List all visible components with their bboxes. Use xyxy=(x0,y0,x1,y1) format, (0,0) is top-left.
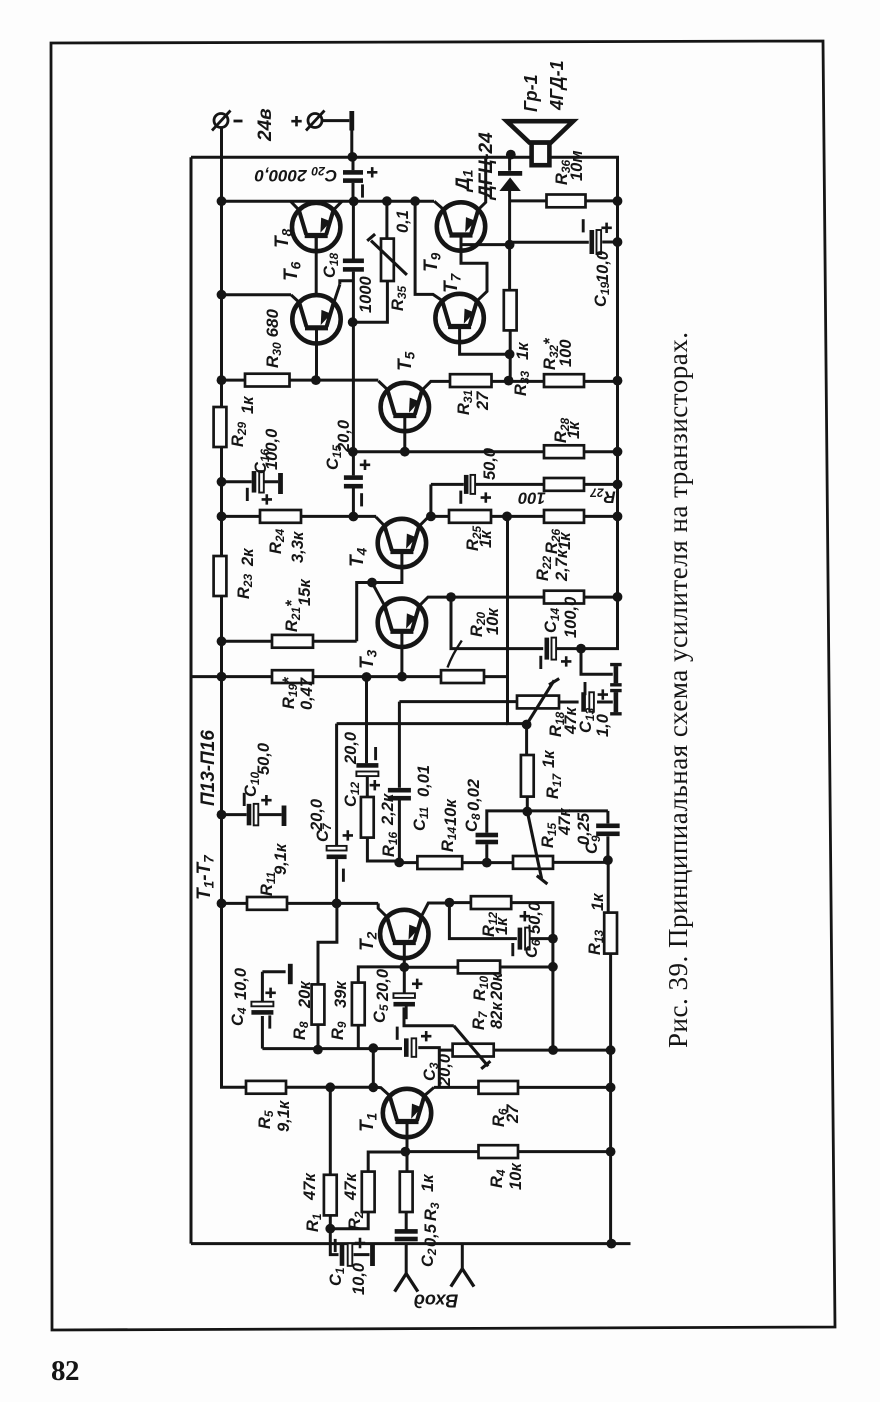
svg-text:1000: 1000 xyxy=(357,275,375,313)
svg-text:82к: 82к xyxy=(488,1001,506,1029)
svg-text:47к: 47к xyxy=(301,1172,319,1201)
svg-text:9,1к: 9,1к xyxy=(275,1099,293,1132)
svg-text:20к: 20к xyxy=(488,972,506,1001)
svg-text:10,0: 10,0 xyxy=(594,250,612,283)
svg-text:1к: 1к xyxy=(589,892,607,911)
svg-text:Т1​-Т7​: Т1​-Т7​ xyxy=(194,854,216,900)
svg-text:0,01: 0,01 xyxy=(415,765,433,797)
svg-text:ДГЦ-24: ДГЦ-24 xyxy=(476,132,497,201)
svg-text:10к: 10к xyxy=(484,607,502,635)
svg-text:47к: 47к xyxy=(342,1172,360,1201)
svg-text:R19​*: R19​* xyxy=(280,676,300,709)
svg-text:39к: 39к xyxy=(332,980,350,1008)
svg-text:20,0: 20,0 xyxy=(308,798,326,832)
svg-text:1к: 1к xyxy=(419,1173,437,1192)
svg-text:1к: 1к xyxy=(477,529,495,548)
svg-text:1к: 1к xyxy=(493,916,511,935)
svg-text:R21​*: R21​* xyxy=(283,599,303,632)
svg-text:15к: 15к xyxy=(296,578,314,606)
svg-text:4ГД-1: 4ГД-1 xyxy=(547,60,567,111)
svg-text:10к: 10к xyxy=(507,1162,525,1190)
svg-text:20,0: 20,0 xyxy=(374,968,392,1002)
svg-text:20,0: 20,0 xyxy=(335,419,353,453)
svg-text:1к: 1к xyxy=(514,341,532,360)
svg-text:27: 27 xyxy=(504,1104,522,1124)
svg-text:47к: 47к xyxy=(556,807,574,836)
svg-text:0,25: 0,25 xyxy=(575,812,593,845)
svg-text:27: 27 xyxy=(474,391,492,411)
svg-text:20,0: 20,0 xyxy=(342,731,360,765)
svg-text:2,7к: 2,7к xyxy=(553,548,571,582)
svg-text:10к: 10к xyxy=(442,798,460,826)
svg-text:Вход: Вход xyxy=(414,1291,458,1311)
svg-text:2к: 2к xyxy=(239,547,257,567)
svg-text:50,0: 50,0 xyxy=(526,901,544,934)
svg-text:R32​*: R32​* xyxy=(541,337,561,370)
svg-text:0,5: 0,5 xyxy=(422,1223,440,1247)
svg-text:20,0: 20,0 xyxy=(436,1053,454,1087)
svg-text:Гр-1: Гр-1 xyxy=(521,74,541,112)
svg-text:0,47: 0,47 xyxy=(298,677,316,710)
svg-text:50,0: 50,0 xyxy=(481,447,499,480)
svg-text:1к: 1к xyxy=(540,749,558,768)
svg-text:2,2к: 2,2к xyxy=(379,792,397,826)
svg-text:10,0: 10,0 xyxy=(350,1262,368,1295)
svg-text:24в: 24в xyxy=(255,108,276,142)
svg-text:0,02: 0,02 xyxy=(465,779,483,811)
svg-text:П13-П16: П13-П16 xyxy=(198,730,219,806)
svg-text:Рис. 39. Принципиальная схема: Рис. 39. Принципиальная схема усилителя … xyxy=(663,332,693,1048)
svg-text:1к: 1к xyxy=(556,531,574,550)
svg-text:0,1: 0,1 xyxy=(394,210,412,233)
svg-text:3,3к: 3,3к xyxy=(289,530,307,563)
svg-text:1,0: 1,0 xyxy=(594,713,612,737)
svg-text:10м: 10м xyxy=(568,150,586,181)
svg-text:100,0: 100,0 xyxy=(263,428,281,470)
svg-text:1к: 1к xyxy=(565,420,583,439)
svg-text:47к: 47к xyxy=(562,706,580,735)
svg-text:9,1к: 9,1к xyxy=(272,842,290,875)
svg-text:50,0: 50,0 xyxy=(255,742,273,775)
svg-text:R30​ 680: R30​ 680 xyxy=(263,309,284,368)
svg-text:10,0: 10,0 xyxy=(232,967,250,1000)
svg-text:82: 82 xyxy=(51,1355,79,1387)
svg-text:20к: 20к xyxy=(296,980,314,1009)
svg-text:100: 100 xyxy=(517,489,545,507)
svg-text:100: 100 xyxy=(557,339,575,367)
svg-text:1к: 1к xyxy=(239,395,257,414)
svg-text:100,0: 100,0 xyxy=(562,596,580,638)
